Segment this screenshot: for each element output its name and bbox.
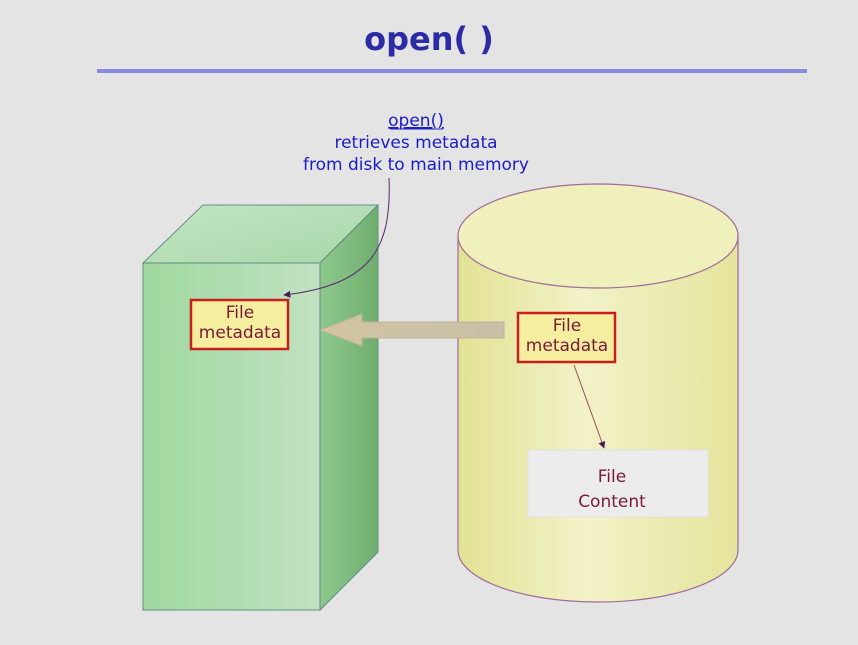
memory-metadata-line2: metadata [199, 323, 281, 343]
disk-body [457, 235, 739, 603]
disk-metadata-box: File metadata [516, 311, 617, 364]
slide-title: open( ) [364, 20, 494, 58]
caption-pointer-curve [283, 177, 390, 298]
file-content-line1: File [598, 467, 626, 487]
disk-metadata-line2: metadata [526, 336, 608, 356]
main-memory-block [141, 203, 380, 612]
metadata-to-content-pointer [573, 364, 606, 449]
file-content-line2: Content [578, 492, 646, 512]
disk-top [457, 183, 739, 289]
caption-line3: from disk to main memory [303, 155, 529, 175]
caption-line1: open() [388, 111, 444, 131]
caption: open() retrieves metadata from disk to m… [303, 111, 529, 175]
disk-metadata-line1: File [553, 316, 581, 336]
file-content-box: File Content [527, 449, 709, 518]
title-underline [97, 69, 807, 73]
memory-metadata-line1: File [226, 303, 254, 323]
memory-block-side [319, 203, 379, 612]
memory-metadata-box: File metadata [189, 298, 290, 351]
disk-cylinder [457, 183, 739, 603]
caption-line2: retrieves metadata [334, 133, 497, 153]
transfer-arrow [318, 313, 505, 347]
